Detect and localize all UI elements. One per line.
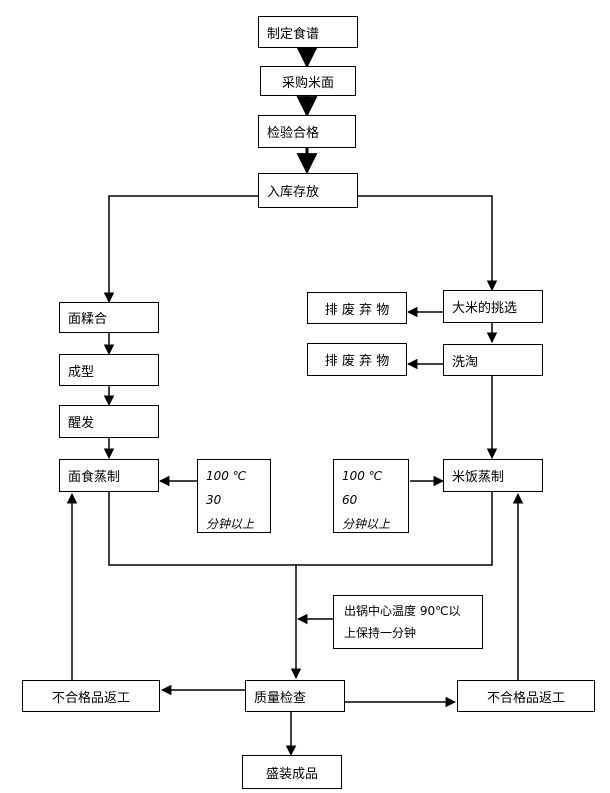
node-discard-1: 排 废 弃 物 [307, 292, 407, 324]
node-shaping: 成型 [59, 354, 159, 386]
node-knead-dough: 面糅合 [59, 302, 159, 333]
branch-store-left [103, 195, 307, 304]
node-steam-noodle: 面食蒸制 [59, 459, 159, 492]
note-pot-temperature: 出锅中心温度 90℃以 上保持一分钟 [333, 595, 483, 649]
node-make-recipe: 制定食谱 [258, 16, 358, 48]
note-rice-condition: 100 ℃ 60 分钟以上 [333, 459, 409, 533]
node-rice-picking: 大米的挑选 [443, 290, 543, 323]
node-proofing: 醒发 [59, 405, 159, 438]
note-noodle-condition: 100 ℃ 30 分钟以上 [197, 459, 271, 533]
node-discard-2: 排 废 弃 物 [307, 343, 407, 376]
node-packaging: 盛装成品 [242, 755, 342, 789]
node-buy-rice-flour: 采购米面 [260, 66, 356, 96]
node-quality-check: 质量检查 [245, 680, 345, 712]
node-reject-right: 不合格品返工 [457, 680, 595, 712]
branch-store-right [307, 195, 498, 292]
node-store: 入库存放 [258, 173, 358, 208]
merge-line [108, 492, 493, 566]
node-reject-left: 不合格品返工 [22, 680, 160, 712]
node-washing: 洗淘 [443, 344, 543, 376]
node-steam-rice: 米饭蒸制 [443, 459, 543, 492]
node-inspect-pass: 检验合格 [258, 115, 356, 148]
